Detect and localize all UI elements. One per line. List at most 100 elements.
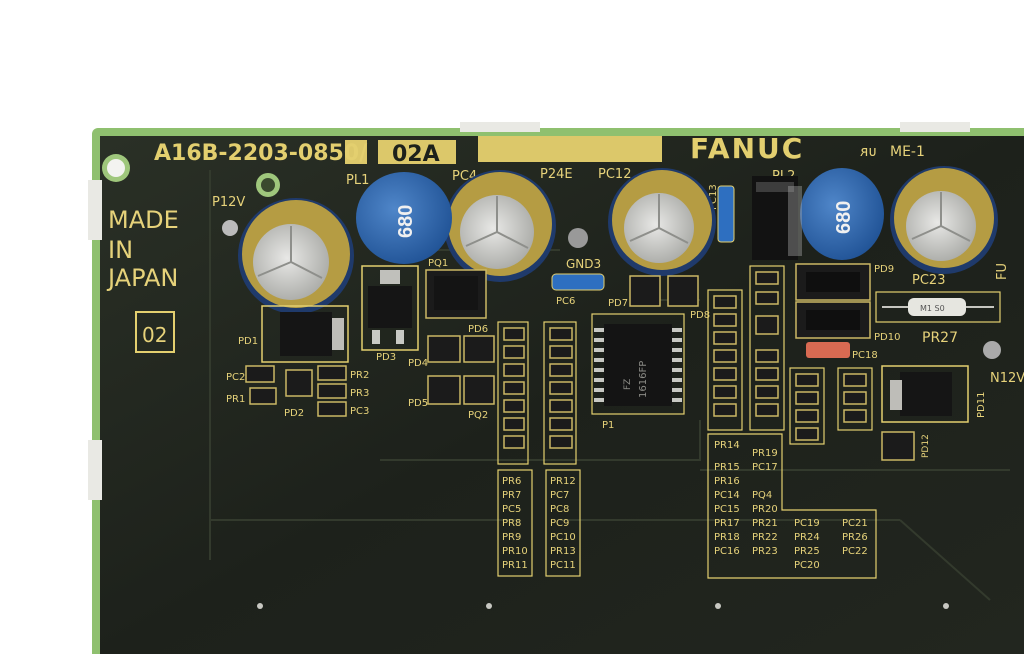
resistor-marking: M1 S0 [920, 304, 945, 313]
pd11-regulator: PD11 N12V [881, 365, 1024, 423]
in-text: IN [108, 236, 133, 264]
label-pd11: PD11 [976, 392, 987, 418]
label-pc2: PC2 [226, 372, 245, 383]
label-pq1: PQ1 [428, 258, 448, 269]
label-n12v: N12V [990, 371, 1024, 386]
ref-label: PR26 [842, 532, 868, 543]
ref-label: PR7 [502, 490, 521, 501]
label-p1: P1 [602, 420, 614, 431]
label-pc3: PC3 [350, 406, 369, 417]
ref-label: PC21 [842, 518, 868, 529]
label-pr1: PR1 [226, 394, 245, 405]
label-pd10: PD10 [874, 332, 900, 343]
label-pr27: PR27 [922, 330, 958, 346]
diode-pd9-pd10: PD9 PD10 [795, 263, 900, 343]
electrolytic-capacitor [608, 168, 716, 276]
ref-label: PR13 [550, 546, 576, 557]
smd-cluster-left: PC2 PR1 PD2 PR2 PR3 PC3 [226, 365, 369, 419]
ref-label: PR16 [714, 476, 740, 487]
resistor-array-2 [543, 321, 577, 465]
ref-label: PC7 [550, 490, 569, 501]
via-holes [257, 603, 949, 609]
smd-cluster-middle: PD4 PD5 PD6 PQ2 PD3 [376, 324, 495, 421]
label-pc18: PC18 [852, 350, 878, 361]
smd-pd7-pd8: PD7 PD8 [608, 275, 710, 321]
label-gnd3: GND3 [566, 257, 601, 271]
board-part-number: A16B-2203-0850/ [154, 141, 368, 166]
test-point-icon [222, 173, 1001, 359]
label-pd4: PD4 [408, 358, 428, 369]
ref-label: PC10 [550, 532, 576, 543]
resistor-array-3 [707, 289, 743, 431]
ref-label: PC16 [714, 546, 740, 557]
ref-label: PR24 [794, 532, 820, 543]
inductor-value-2: 680 [833, 201, 855, 234]
ref-label: PR17 [714, 518, 740, 529]
resistor-array-4 [749, 265, 785, 431]
ref-label: PR8 [502, 518, 521, 529]
refdes-top: P12V PL1 PC4 P24E PC12 PL2 GND3 PC13 [212, 167, 795, 271]
label-pd7: PD7 [608, 298, 628, 309]
electrolytic-capacitor [890, 166, 998, 274]
me-label: ME-1 [890, 144, 925, 160]
label-p24e: P24E [540, 167, 573, 182]
ref-label: PR20 [752, 504, 778, 515]
ref-label: PR25 [794, 546, 820, 557]
label-pd5: PD5 [408, 398, 428, 409]
label-pl1: PL1 [346, 173, 369, 188]
ref-label: PR14 [714, 440, 740, 451]
pd1-regulator: PD1 [238, 305, 349, 363]
ref-label: PR22 [752, 532, 778, 543]
header-silkscreen: A16B-2203-0850/ 02A FANUC ᴙᴜ ME-1 [154, 132, 925, 167]
ref-table-2: PR12 PC7 PC8 PC9 PC10 PR13 PC11 [545, 469, 581, 577]
ic-marking-2: FZ [623, 379, 633, 390]
ref-label: PR9 [502, 532, 521, 543]
ref-table-3: PR14 PR15 PR16 PC14 PC15 PR17 PR18 PC16 … [707, 433, 877, 579]
label-pc13: PC13 [708, 184, 719, 210]
label-p12v: P12V [212, 195, 245, 210]
blue-inductor: 680 [800, 168, 884, 260]
ref-label: PC14 [714, 490, 740, 501]
label-pd3: PD3 [376, 352, 396, 363]
ref-label: PC11 [550, 560, 576, 571]
ref-label: PR12 [550, 476, 576, 487]
label-fu: FU [995, 263, 1010, 280]
label-pq2: PQ2 [468, 410, 488, 421]
ref-label: PR11 [502, 560, 528, 571]
rev-box-text: 02 [142, 323, 167, 347]
board-revision: 02A [392, 142, 440, 167]
ref-label: PC20 [794, 560, 820, 571]
pq1-ic: PQ1 [425, 258, 487, 319]
origin-label: MADE IN JAPAN 02 [106, 206, 179, 353]
electrolytic-capacitor [444, 170, 556, 282]
ref-table-1: PR6 PR7 PC5 PR8 PR9 PR10 PR11 [497, 469, 533, 577]
made-text: MADE [108, 206, 179, 234]
blue-inductor: 680 [356, 172, 452, 264]
inductor-value: 680 [395, 205, 417, 238]
label-pc6: PC6 [556, 296, 575, 307]
japan-text: JAPAN [106, 264, 178, 292]
label-pd8: PD8 [690, 310, 710, 321]
resistor-array-1 [497, 321, 529, 465]
pd12-diode: PD12 [881, 431, 931, 461]
label-pd6: PD6 [468, 324, 488, 335]
ref-label: PR6 [502, 476, 521, 487]
cert-mark: ᴙᴜ [860, 144, 876, 160]
pc18-capacitor [806, 342, 850, 358]
ref-label: PC9 [550, 518, 569, 529]
ic-p1: 1616FP FZ P1 [591, 313, 685, 431]
ref-label: PR23 [752, 546, 778, 557]
label-pr3: PR3 [350, 388, 369, 399]
label-pc12: PC12 [598, 167, 631, 182]
ref-label: PR15 [714, 462, 740, 473]
ref-label: PC5 [502, 504, 521, 515]
label-pc23: PC23 [912, 273, 945, 288]
label-pd12: PD12 [921, 434, 931, 458]
ref-label: PC8 [550, 504, 569, 515]
resistor-pr27: M1 S0 PR27 PC23 FU [875, 263, 1010, 346]
ref-label: PR21 [752, 518, 778, 529]
label-pd1: PD1 [238, 336, 258, 347]
label-pd9: PD9 [874, 264, 894, 275]
ref-label: PC22 [842, 546, 868, 557]
label-pd2: PD2 [284, 408, 304, 419]
